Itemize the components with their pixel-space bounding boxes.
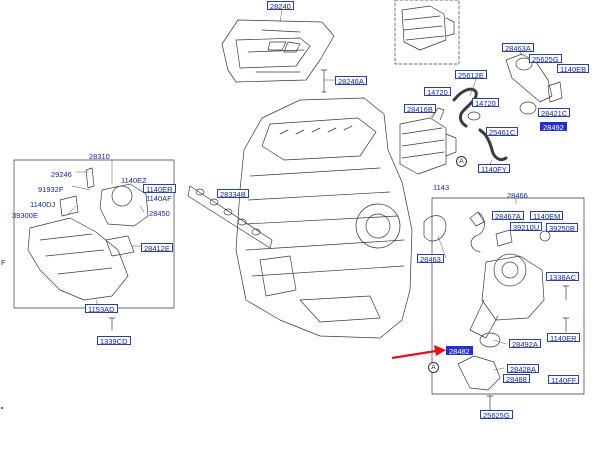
label-edge-f[interactable]: F bbox=[1, 258, 6, 267]
label-1140eb[interactable]: 1140EB bbox=[557, 64, 590, 74]
label-28488[interactable]: 28488 bbox=[503, 374, 530, 384]
label-28463[interactable]: 28463 bbox=[417, 254, 444, 264]
egr-cooler-box bbox=[394, 0, 460, 65]
label-39210u[interactable]: 39210U bbox=[510, 222, 543, 232]
label-25625g-top[interactable]: 25625G bbox=[529, 54, 562, 64]
edge-dot bbox=[1, 407, 3, 409]
label-1338ac[interactable]: 1338AC bbox=[546, 272, 580, 282]
label-25625g-bottom[interactable]: 25625G bbox=[480, 410, 513, 420]
label-1140er-right[interactable]: 1140ER bbox=[547, 333, 580, 343]
callout-a-top: A bbox=[456, 156, 467, 167]
label-25612e[interactable]: 25612E bbox=[455, 70, 487, 80]
label-1140em[interactable]: 1140EM bbox=[530, 211, 564, 221]
label-28412e[interactable]: 28412E bbox=[141, 243, 173, 253]
label-28463a[interactable]: 28463A bbox=[502, 43, 534, 53]
callout-a-bottom: A bbox=[428, 362, 439, 373]
label-28450[interactable]: 28450 bbox=[149, 209, 170, 218]
label-28421c[interactable]: 28421C bbox=[538, 108, 571, 118]
label-39250b[interactable]: 39250B bbox=[546, 223, 578, 233]
egr-cooler-mid bbox=[399, 107, 457, 175]
label-39300e[interactable]: 39300E bbox=[12, 211, 38, 220]
label-28467a[interactable]: 28467A bbox=[492, 211, 524, 221]
label-28466[interactable]: 28466 bbox=[507, 191, 528, 200]
label-28482[interactable]: 28482 bbox=[446, 346, 473, 356]
label-25461c[interactable]: 25461C bbox=[486, 127, 519, 137]
egr-valve bbox=[423, 211, 570, 411]
label-28334b[interactable]: 28334B bbox=[217, 189, 249, 199]
label-1143[interactable]: 1143 bbox=[433, 183, 450, 192]
label-28492a[interactable]: 28492A bbox=[509, 339, 541, 349]
label-1339cd[interactable]: 1339CD bbox=[97, 336, 131, 346]
egr-cooler-top bbox=[401, 5, 455, 51]
label-14720-b[interactable]: 14720 bbox=[472, 98, 499, 108]
label-1140ff[interactable]: 1140FF bbox=[548, 375, 580, 385]
intake-manifold bbox=[27, 167, 149, 331]
label-28240[interactable]: 28240 bbox=[267, 1, 294, 11]
label-14720-a[interactable]: 14720 bbox=[424, 87, 451, 97]
label-28428a[interactable]: 28428A bbox=[507, 364, 539, 374]
cover-bolt bbox=[320, 69, 328, 93]
egr-valve-box bbox=[431, 197, 585, 395]
label-28492[interactable]: 28492 bbox=[540, 122, 567, 132]
label-1140af[interactable]: 1140AF bbox=[146, 194, 172, 203]
label-29246[interactable]: 29246 bbox=[51, 170, 72, 179]
label-1140fy[interactable]: 1140FY bbox=[478, 164, 510, 174]
label-28310[interactable]: 28310 bbox=[89, 152, 110, 161]
label-1140er[interactable]: 1140ER bbox=[143, 184, 176, 194]
label-28246a[interactable]: 28246A bbox=[335, 76, 367, 86]
label-1140ez[interactable]: 1140EZ bbox=[121, 176, 147, 185]
egr-pipe-upper bbox=[505, 53, 563, 115]
engine-cover bbox=[221, 19, 335, 83]
label-91932f[interactable]: 91932F bbox=[38, 185, 64, 194]
engine-block bbox=[235, 97, 413, 339]
label-28416b[interactable]: 28416B bbox=[404, 104, 436, 114]
manifold-gasket bbox=[187, 185, 273, 249]
label-1140dj[interactable]: 1140DJ bbox=[30, 200, 56, 209]
red-arrow bbox=[391, 345, 446, 360]
label-1153ad[interactable]: 1153AD bbox=[85, 304, 118, 314]
intake-manifold-box bbox=[13, 159, 175, 309]
